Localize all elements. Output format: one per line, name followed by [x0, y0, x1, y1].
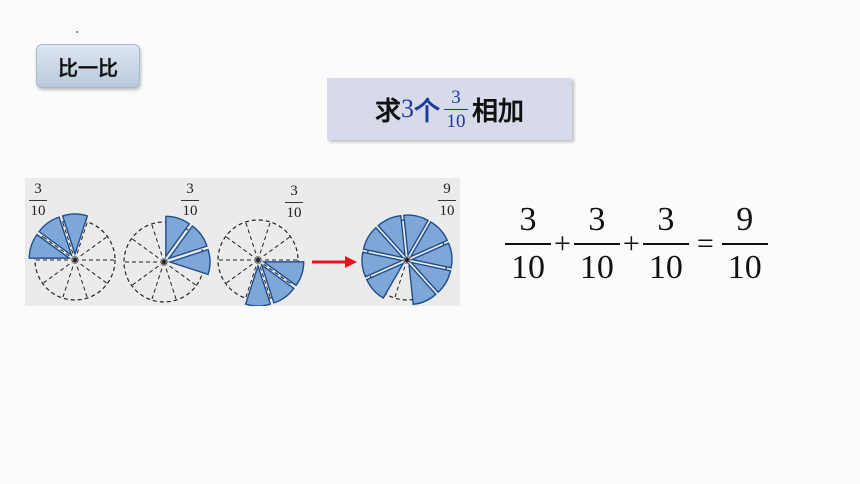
shaded-tenth	[362, 226, 405, 259]
circle-1-denominator: 10	[30, 203, 46, 219]
shaded-tenth	[377, 214, 406, 258]
shaded-tenth	[244, 263, 272, 306]
shaded-tenth	[38, 216, 73, 257]
term-3-denominator: 10	[648, 249, 683, 286]
circle-1-label: 3 10	[29, 182, 47, 219]
plus-sign-1: +	[554, 227, 571, 260]
shaded-tenth	[403, 214, 429, 258]
addition-equation: 3 10 + 3 10 + 3 10 = 9 10	[505, 194, 825, 294]
title-fraction-numerator: 3	[451, 86, 461, 108]
shaded-tenth	[409, 242, 453, 269]
circle-3-numerator: 3	[290, 183, 298, 199]
shaded-tenth	[261, 261, 305, 287]
title-prefix: 求	[374, 96, 401, 127]
circle-3-denominator: 10	[286, 205, 302, 221]
fraction-circle-4	[361, 214, 453, 306]
term-3-numerator: 3	[657, 201, 675, 238]
shaded-tenth	[61, 213, 89, 257]
page-title: 求 3 个 3 10 相加	[327, 78, 572, 140]
result-fraction: 9 10	[721, 201, 768, 286]
term-1-denominator: 10	[511, 249, 545, 286]
shaded-tenth	[409, 221, 449, 259]
fraction-circles-panel: 3 10 3 10 3 10 9 10	[25, 178, 460, 306]
plus-sign-2: +	[622, 227, 640, 260]
shaded-tenth	[361, 251, 405, 278]
fraction-circle-3	[217, 219, 305, 306]
term-1-fraction: 3 10	[505, 203, 551, 285]
result-numerator: 9	[736, 201, 754, 238]
shaded-tenth	[167, 248, 211, 276]
circle-spoke	[257, 236, 291, 261]
title-fraction: 3 10	[444, 88, 468, 131]
term-3-fraction: 3 10	[642, 201, 689, 286]
compare-badge: 比一比	[36, 44, 140, 88]
shaded-tenth	[365, 261, 405, 299]
shaded-tenth	[165, 215, 191, 259]
shaded-tenth	[260, 263, 295, 304]
circle-4-numerator: 9	[443, 181, 451, 197]
circle-spoke	[257, 221, 271, 261]
fraction-circle-1	[28, 213, 116, 301]
circle-4-denominator: 10	[439, 203, 455, 219]
circle-spoke	[74, 259, 108, 284]
circle-spoke	[225, 236, 259, 261]
circle-2-denominator: 10	[182, 203, 198, 219]
circle-2-numerator: 3	[186, 181, 194, 197]
shaded-tenth	[167, 225, 208, 260]
term-2-denominator: 10	[579, 249, 614, 286]
circle-3-label: 3 10	[285, 184, 303, 221]
circle-spoke	[42, 259, 76, 284]
circle-spoke	[151, 261, 165, 301]
title-suffix: 相加	[472, 96, 525, 127]
circle-outline	[217, 219, 299, 301]
fraction-circles	[28, 213, 453, 306]
term-2-numerator: 3	[588, 201, 606, 238]
circle-spoke	[74, 259, 88, 299]
circle-outline	[34, 219, 116, 301]
circle-spoke	[62, 259, 76, 299]
title-measure: 个	[413, 96, 440, 127]
circle-4-label: 9 10	[438, 182, 456, 219]
result-denominator: 10	[727, 249, 762, 286]
circle-spoke	[163, 261, 177, 301]
circle-1-numerator: 3	[34, 181, 42, 197]
circle-spoke	[131, 238, 165, 263]
circle-2-label: 3 10	[181, 182, 199, 219]
title-fraction-denominator: 10	[446, 110, 466, 132]
title-count: 3	[400, 94, 414, 123]
shaded-tenth	[408, 262, 437, 306]
right-arrow-icon	[312, 256, 357, 268]
shaded-tenth	[409, 261, 452, 294]
shaded-tenth	[28, 233, 72, 259]
circle-spoke	[131, 261, 165, 286]
circle-spoke	[245, 221, 259, 261]
term-1-numerator: 3	[519, 201, 537, 238]
equals-sign: =	[696, 227, 714, 260]
term-2-fraction: 3 10	[573, 201, 620, 286]
fraction-circle-2	[123, 215, 211, 303]
circle-spoke	[151, 223, 165, 263]
decorative-dot	[76, 31, 78, 33]
